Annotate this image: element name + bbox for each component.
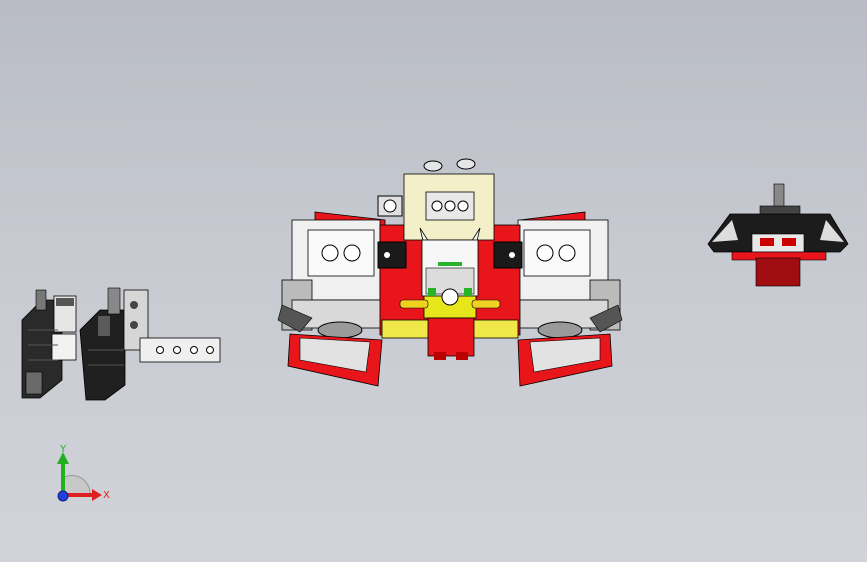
x-axis-label: X bbox=[103, 490, 110, 501]
liftarm-beam[interactable] bbox=[139, 337, 221, 363]
left-gripper-parts[interactable] bbox=[21, 287, 221, 401]
gripper-part-b[interactable] bbox=[79, 287, 149, 401]
axis-triad: Y X bbox=[57, 444, 110, 502]
y-axis-label: Y bbox=[59, 444, 67, 455]
top-tower[interactable] bbox=[377, 158, 495, 241]
main-robot-assembly[interactable] bbox=[277, 158, 623, 387]
left-side-module[interactable] bbox=[277, 219, 383, 339]
right-side-module[interactable] bbox=[517, 219, 623, 339]
right-motor-module[interactable] bbox=[707, 183, 849, 287]
gripper-part-a[interactable] bbox=[21, 289, 77, 399]
